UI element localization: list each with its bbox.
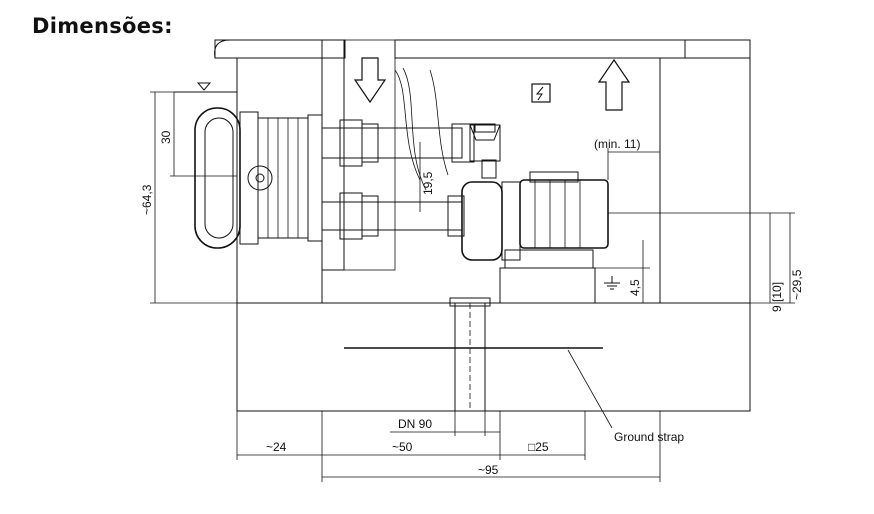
lower-pipe xyxy=(321,192,465,240)
concrete-walls xyxy=(214,39,751,412)
upper-pipe xyxy=(321,119,475,167)
pump-housing xyxy=(461,171,609,269)
ground-icon xyxy=(604,276,620,290)
arrow-up-icon xyxy=(597,58,631,111)
dim-19-5: 19,5 xyxy=(421,171,435,195)
drain-pipe xyxy=(449,297,491,412)
dim-50: ~50 xyxy=(392,440,413,454)
page-title: Dimensões: xyxy=(32,14,173,38)
dim-9-10: 9 [10] xyxy=(770,282,784,312)
dim-95: ~95 xyxy=(478,463,499,477)
dim-24: ~24 xyxy=(266,440,287,454)
dim-min-11: (min. 11) xyxy=(594,137,640,151)
dim-4-5: 4,5 xyxy=(628,279,642,296)
ground-strap-label: Ground strap xyxy=(614,430,684,444)
arrow-down-icon xyxy=(353,57,387,104)
dim-25: □25 xyxy=(528,440,549,454)
valve xyxy=(469,123,501,179)
lightning-icon xyxy=(531,83,551,103)
wall-fitting xyxy=(194,107,323,249)
dimension-lines xyxy=(150,91,795,482)
dim-dn-90: DN 90 xyxy=(398,417,432,431)
dim-29-5: ~29,5 xyxy=(790,269,804,300)
dim-64-3: ~64,3 xyxy=(140,184,154,215)
dim-30: 30 xyxy=(159,130,173,144)
water-level-icon xyxy=(174,82,237,93)
